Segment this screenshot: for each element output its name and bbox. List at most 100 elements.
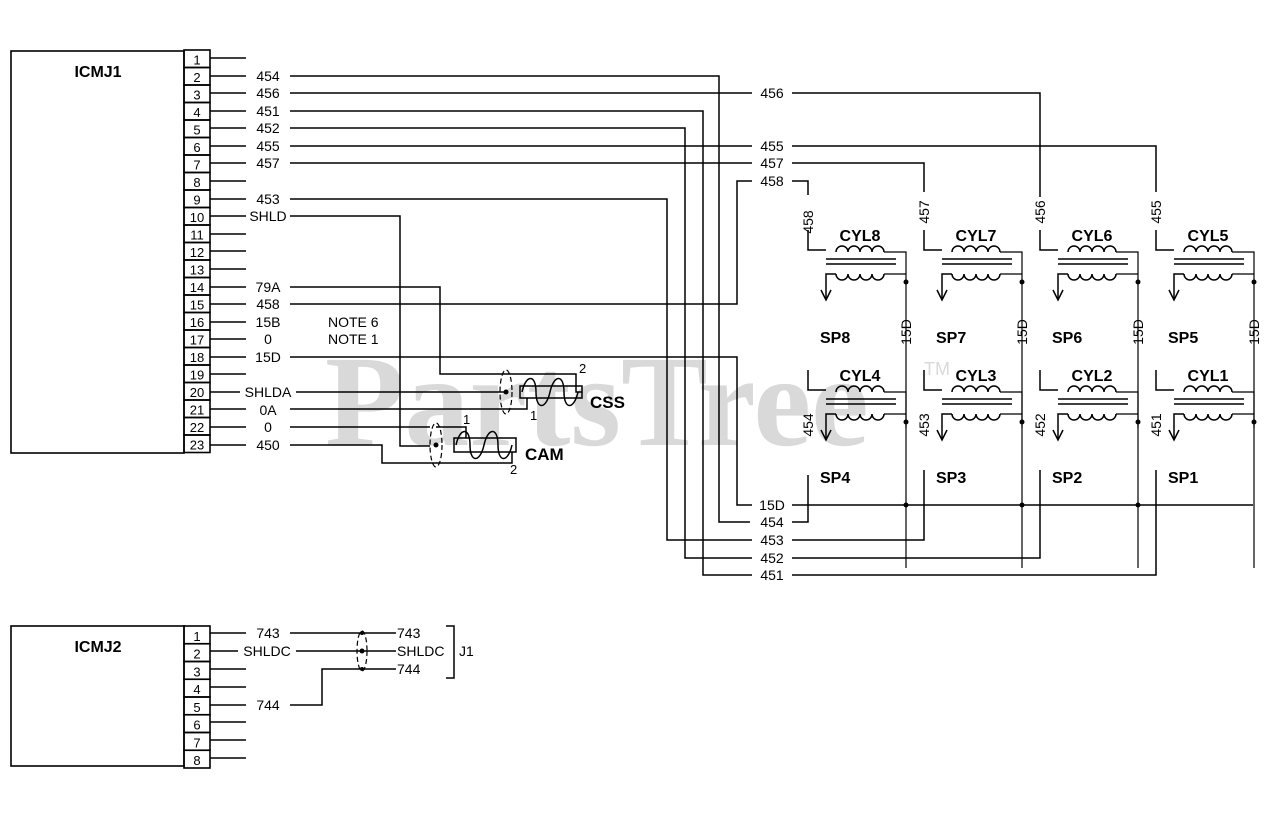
note-label: NOTE 6 — [328, 314, 379, 330]
watermark: PartsTree — [325, 330, 869, 474]
vert-label: 15D — [1246, 319, 1262, 345]
pin-number: 4 — [193, 105, 200, 120]
vert-label: 15D — [1130, 319, 1146, 345]
pin-number: 21 — [190, 403, 204, 418]
wire-label: SHLDA — [245, 384, 292, 400]
pin-cell — [183, 434, 211, 454]
wire-label: 456 — [256, 85, 280, 101]
css-sensor: CSS 2 1 — [499, 361, 625, 423]
pin-number: 19 — [190, 368, 204, 383]
wire-label: 743 — [397, 625, 421, 641]
pin-number: 13 — [190, 263, 204, 278]
pin-number: 10 — [190, 210, 204, 225]
wire-label: 0 — [264, 331, 272, 347]
wire-label: 15D — [255, 349, 281, 365]
wire-label: 458 — [760, 173, 784, 189]
cylinder-label: CYL7 — [956, 228, 997, 245]
cylinder-label: CYL3 — [956, 368, 997, 385]
pin-number: 6 — [193, 140, 200, 155]
pin-number: 2 — [193, 70, 200, 85]
pin-cell — [183, 749, 211, 769]
wire-label: 453 — [256, 191, 280, 207]
wire-label: 457 — [760, 155, 784, 171]
wire-label: 744 — [397, 661, 421, 677]
wire-label: 454 — [256, 68, 280, 84]
cam-pin-2: 2 — [510, 462, 517, 477]
wire-label: 451 — [760, 567, 784, 583]
wire-label: 15D — [759, 497, 785, 513]
pin-number: 14 — [190, 280, 204, 295]
pin-number: 3 — [193, 664, 200, 679]
spark-plug-label: SP8 — [820, 330, 850, 347]
wire-label: 454 — [760, 514, 784, 530]
pin-number: 17 — [190, 333, 204, 348]
spark-plug-label: SP5 — [1168, 330, 1198, 347]
pin-number: 11 — [190, 228, 204, 243]
icmj1-title: ICMJ1 — [74, 64, 121, 81]
pin-number: 2 — [193, 647, 200, 662]
cylinder-label: CYL1 — [1188, 368, 1229, 385]
coil-grid: CYL8SP8CYL7SP7CYL6SP6CYL5SP5CYL4SP4CYL3S… — [807, 228, 1257, 568]
vert-label: 454 — [800, 413, 816, 437]
pin-number: 8 — [193, 175, 200, 190]
pin-number: 1 — [193, 629, 200, 644]
wire-label: 452 — [256, 120, 280, 136]
cylinder-label: CYL6 — [1072, 228, 1113, 245]
vert-label: 452 — [1032, 413, 1048, 437]
vert-label: 458 — [800, 210, 816, 234]
wire-label: 455 — [760, 138, 784, 154]
spark-plug-label: SP4 — [820, 470, 850, 487]
shield-symbol — [356, 630, 368, 672]
vert-label: 455 — [1148, 200, 1164, 224]
wire-label: 451 — [256, 103, 280, 119]
spark-plug-label: SP2 — [1052, 470, 1082, 487]
wire-label: 453 — [760, 532, 784, 548]
pin-number: 12 — [190, 245, 204, 260]
cam-pin-1: 1 — [463, 412, 470, 427]
wire-label: 15B — [256, 314, 281, 330]
spark-plug-label: SP3 — [936, 470, 966, 487]
wire-label: 79A — [256, 279, 282, 295]
wire-label: 455 — [256, 138, 280, 154]
note-label: NOTE 1 — [328, 331, 379, 347]
pin-number: 8 — [193, 753, 200, 768]
vert-label: 451 — [1148, 413, 1164, 437]
vert-label: 15D — [898, 319, 914, 345]
bus-junctions — [903, 502, 1141, 508]
wire-label: 450 — [256, 437, 280, 453]
pin-number: 1 — [193, 53, 200, 68]
pin-number: 5 — [193, 123, 200, 138]
icmj1-box — [10, 50, 185, 454]
pin-number: 7 — [193, 158, 200, 173]
vert-label: 457 — [916, 200, 932, 224]
bottom-bus-wires — [792, 470, 1253, 576]
wire-label: 0A — [259, 402, 277, 418]
wire-label: SHLDC — [243, 643, 290, 659]
icmj2-title: ICMJ2 — [74, 639, 121, 656]
cam-sensor: CAM 1 2 — [429, 412, 564, 477]
icmj1-routed-wires — [290, 75, 1157, 576]
css-pin-1: 1 — [530, 408, 537, 423]
vert-label: 456 — [1032, 200, 1048, 224]
wire-label: 744 — [256, 697, 280, 713]
pin-number: 5 — [193, 700, 200, 715]
wire-label: 743 — [256, 625, 280, 641]
spark-plug-label: SP6 — [1052, 330, 1082, 347]
wire-label: 458 — [256, 296, 280, 312]
pin-number: 3 — [193, 88, 200, 103]
cylinder-label: CYL5 — [1188, 228, 1229, 245]
wire-label: 457 — [256, 155, 280, 171]
wire-label: SHLDC — [397, 643, 444, 659]
pin-number: 15 — [190, 298, 204, 313]
vert-label: 453 — [916, 413, 932, 437]
